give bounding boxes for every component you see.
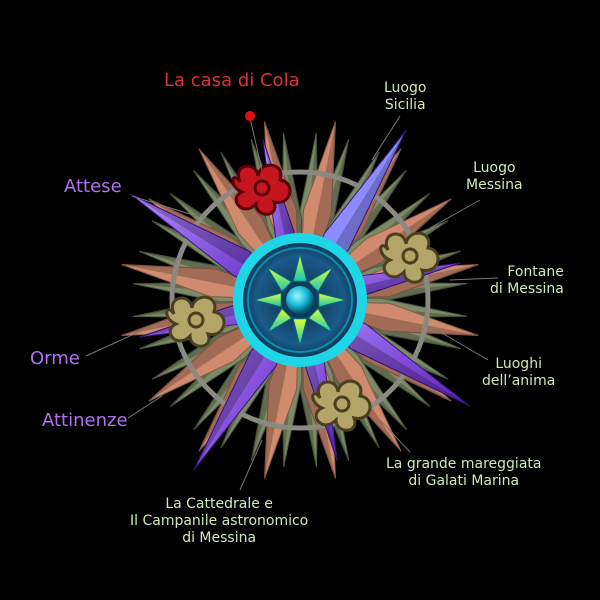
center-petal — [267, 307, 293, 333]
label-casa-cola-text: La casa di Cola — [164, 70, 300, 91]
label-luoghi-anima-line1: Luoghi — [495, 356, 542, 372]
leader-line — [429, 325, 489, 361]
label-mareggiata-line1: La grande mareggiata — [386, 456, 542, 472]
center-petal — [292, 318, 308, 347]
center-petal — [307, 307, 333, 333]
label-attinenze[interactable]: Attinenze — [42, 410, 128, 432]
center-petal — [307, 267, 333, 293]
leader-line — [449, 277, 499, 281]
label-luogo-messina-line1: Luogo — [473, 160, 516, 176]
center-ball — [286, 286, 314, 314]
leader-line — [379, 419, 411, 453]
celtic-knot-icon — [311, 379, 372, 432]
label-orme[interactable]: Orme — [30, 348, 80, 370]
label-casa-cola[interactable]: La casa di Cola — [164, 70, 300, 92]
label-luogo-sicilia[interactable]: Luogo Sicilia — [384, 80, 426, 114]
label-luogo-sicilia-line2: Sicilia — [384, 96, 426, 113]
label-leader-lines — [85, 115, 499, 491]
label-cattedrale[interactable]: La Cattedrale e Il Campanile astronomico… — [130, 496, 308, 546]
label-fontane-line2: di Messina — [490, 280, 564, 297]
salmon-point-shade — [121, 300, 301, 336]
salmon-point-shade — [300, 264, 479, 300]
label-luoghi-anima-line2: dell’anima — [482, 372, 556, 389]
celtic-knots — [165, 163, 440, 432]
label-mareggiata[interactable]: La grande mareggiata di Galati Marina — [386, 456, 541, 490]
leader-line — [371, 115, 401, 161]
label-attinenze-text: Attinenze — [42, 410, 128, 431]
label-fontane-line1: Fontane — [507, 264, 564, 280]
label-attese-text: Attese — [64, 176, 122, 197]
center-petal — [318, 292, 347, 308]
leader-line — [85, 325, 153, 357]
center-petals — [253, 253, 347, 347]
celtic-knot-icon — [379, 231, 440, 284]
label-luoghi-anima[interactable]: Luoghi dell’anima — [482, 356, 555, 390]
label-luogo-messina[interactable]: Luogo Messina — [466, 160, 523, 194]
center-petal — [253, 292, 282, 308]
center-hub-inner-ring — [247, 247, 353, 353]
celtic-knot-icon — [165, 295, 226, 348]
leader-line — [429, 199, 481, 229]
outer-ring — [169, 169, 431, 431]
center-petal — [267, 267, 293, 293]
center-petal — [292, 253, 308, 282]
label-luogo-sicilia-line1: Luogo — [384, 80, 427, 96]
label-cattedrale-line2: Il Campanile astronomico — [130, 512, 309, 529]
celtic-knot-icon — [231, 163, 292, 216]
leader-line — [127, 395, 163, 419]
label-orme-text: Orme — [30, 348, 80, 369]
label-cattedrale-line1: La Cattedrale e — [165, 496, 273, 512]
leader-line — [239, 439, 263, 491]
label-fontane[interactable]: Fontane di Messina — [490, 264, 564, 298]
salmon-point-shade — [300, 300, 336, 479]
leader-line — [249, 117, 263, 171]
label-mareggiata-line2: di Galati Marina — [408, 472, 520, 489]
label-luogo-messina-line2: Messina — [466, 176, 523, 193]
map-pin-icon — [245, 111, 255, 121]
label-attese[interactable]: Attese — [64, 176, 122, 198]
label-cattedrale-line3: di Messina — [182, 529, 257, 546]
leader-line — [131, 195, 197, 217]
